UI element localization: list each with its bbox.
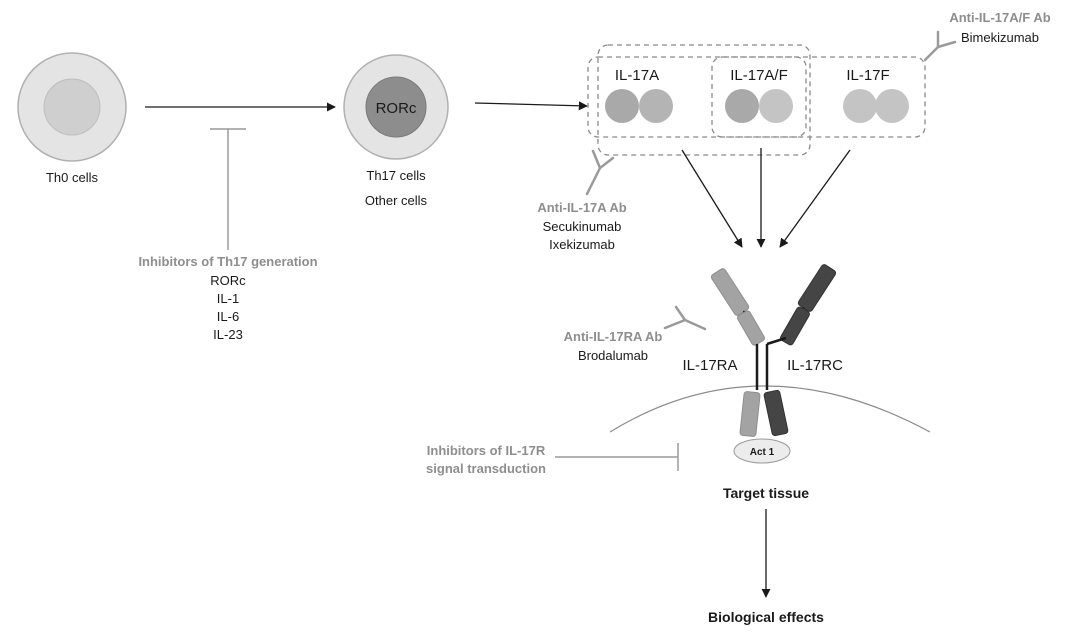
inhibitor-item: IL-6 [217, 309, 239, 324]
other-cells-label: Other cells [365, 193, 428, 208]
anti-il17a-title: Anti-IL-17A Ab [537, 200, 626, 215]
il17f-dashed-box [711, 56, 926, 138]
th17-inhibition-bar [210, 128, 246, 250]
inhibitor-item: IL-1 [217, 291, 239, 306]
th17-cell [343, 54, 449, 160]
th0-cell [17, 52, 127, 162]
il17ra-label: IL-17RA [682, 357, 737, 374]
inhibitor-item: RORc [210, 273, 246, 288]
signal-inhibition-bar [555, 443, 679, 471]
anti-il17a-antibody-icon [585, 149, 615, 196]
anti-il17a-drug: Ixekizumab [549, 237, 615, 252]
inhibitor-item: IL-23 [213, 327, 243, 342]
il17af-dashed-box [597, 44, 811, 156]
il17ra-receptor [710, 268, 765, 437]
il17a-label: IL-17A [615, 67, 659, 84]
act1-adaptor [733, 438, 791, 464]
anti-il17af-title: Anti-IL-17A/F Ab [949, 10, 1050, 25]
il17rc-receptor [763, 264, 837, 437]
rorc-nucleus-label: RORc [376, 100, 417, 117]
th17-label: Th17 cells [366, 168, 426, 183]
il17a-to-receptor-arrow [681, 149, 743, 248]
anti-il17ra-antibody-icon [663, 305, 707, 331]
il17rc-label: IL-17RC [787, 357, 843, 374]
inhibitors-signal-line2: signal transduction [426, 461, 546, 476]
th17-to-cytokines-arrow [474, 101, 588, 111]
il17f-label: IL-17F [846, 67, 889, 84]
il17f-to-receptor-arrow [779, 149, 851, 248]
il17f-dimer [843, 89, 909, 123]
target-tissue-label: Target tissue [723, 485, 809, 501]
anti-il17af-drug: Bimekizumab [961, 30, 1039, 45]
anti-il17ra-drug: Brodalumab [578, 348, 648, 363]
act1-label: Act 1 [750, 447, 775, 458]
th0-label: Th0 cells [46, 170, 99, 185]
anti-il17ra-title: Anti-IL-17RA Ab [564, 329, 663, 344]
cell-membrane [609, 385, 931, 433]
il17af-label: IL-17A/F [730, 67, 788, 84]
inhibitors-th17-title: Inhibitors of Th17 generation [138, 254, 317, 269]
anti-il17a-drug: Secukinumab [543, 219, 622, 234]
anti-il17af-antibody-icon [923, 30, 957, 62]
biological-effects-label: Biological effects [708, 609, 824, 625]
inhibitors-signal-line1: Inhibitors of IL-17R [427, 443, 546, 458]
il17a-dimer [605, 89, 673, 123]
il17af-dimer [725, 89, 793, 123]
il17a-dashed-box [587, 56, 807, 138]
